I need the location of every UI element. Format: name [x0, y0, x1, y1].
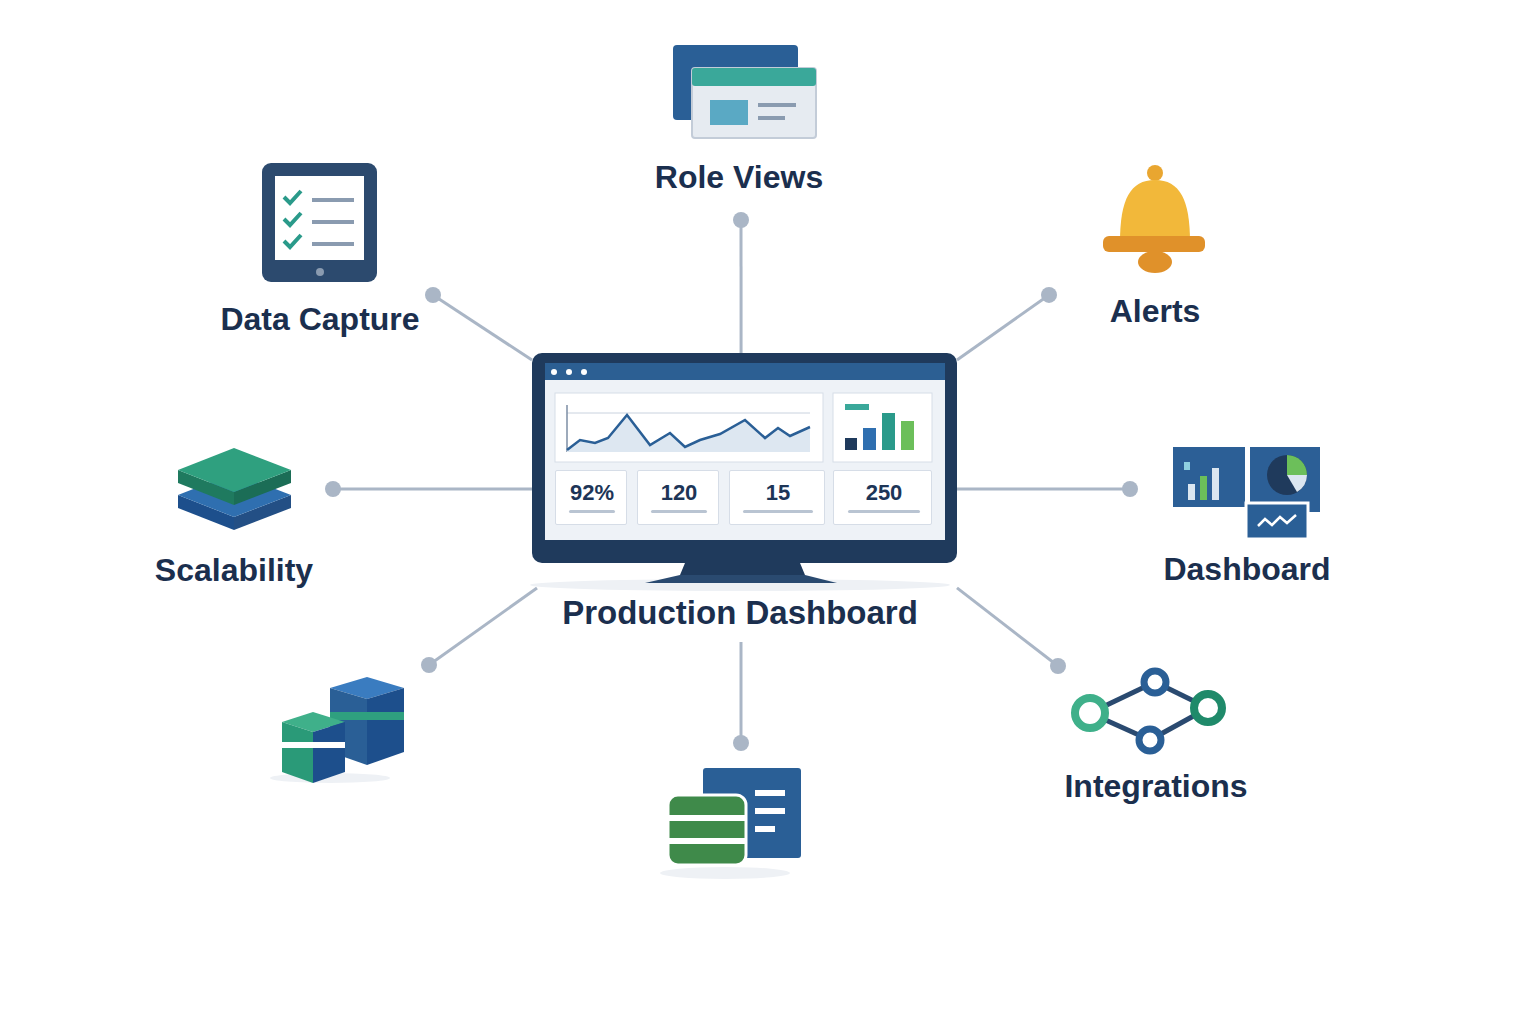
connector-line	[957, 588, 1058, 666]
node-label: Integrations	[1064, 768, 1247, 804]
cubes-icon	[270, 677, 404, 783]
connector-dot	[1050, 658, 1066, 674]
connector-line	[957, 295, 1049, 360]
connector	[425, 287, 532, 360]
dashboard-icon	[1173, 447, 1320, 539]
leader-dot	[733, 735, 749, 751]
feature-node: Alerts	[1049, 160, 1260, 335]
feature-node: Data Capture	[210, 160, 433, 340]
kpi-card: 15	[729, 470, 825, 525]
kpi-underline	[848, 510, 920, 513]
node-label: Data Capture	[220, 301, 419, 337]
connector	[957, 588, 1066, 674]
connector-dot	[733, 212, 749, 228]
kpi-underline	[651, 510, 707, 513]
monitor-illustration	[530, 353, 957, 591]
node-label: Scalability	[155, 552, 313, 588]
feature-node: Role Views	[640, 40, 840, 220]
connector	[733, 212, 749, 353]
node-label: Production Dashboard	[562, 595, 918, 631]
alert-bell-icon	[1103, 165, 1205, 273]
feature-node: Scalability	[150, 440, 333, 595]
connector-line	[740, 220, 743, 353]
kpi-value: 250	[866, 480, 903, 506]
leader-dot	[421, 657, 437, 673]
kpi-underline	[743, 510, 813, 513]
scalability-icon	[178, 448, 291, 530]
node-label: Role Views	[655, 159, 823, 195]
kpi-value: 15	[766, 480, 790, 506]
node-label: Dashboard	[1163, 551, 1330, 587]
feature-node: Dashboard	[1130, 440, 1340, 595]
connector-line	[957, 487, 1130, 490]
connector-dot	[325, 481, 341, 497]
kpi-card: 92%	[555, 470, 627, 525]
kpi-value: 120	[661, 480, 698, 506]
kpi-card: 120	[637, 470, 719, 525]
connector-dot	[1122, 481, 1138, 497]
node-label: Alerts	[1110, 293, 1201, 329]
kpi-card: 250	[833, 470, 932, 525]
connector	[957, 481, 1138, 497]
connector	[957, 287, 1057, 360]
kpi-value: 92%	[570, 480, 614, 506]
kpi-underline	[569, 510, 615, 513]
leader-line	[740, 642, 743, 743]
monitor-node: Production Dashboard 92% 120 15 250	[532, 353, 957, 635]
connector-dot	[1041, 287, 1057, 303]
integrations-icon	[1075, 671, 1222, 751]
connector	[325, 481, 532, 497]
feature-node: Integrations	[1058, 660, 1260, 810]
connector-line	[333, 487, 532, 490]
data-capture-icon	[262, 163, 377, 282]
connector-dot	[425, 287, 441, 303]
connector-line	[433, 295, 532, 360]
leader-line	[429, 588, 537, 665]
database-icon	[660, 768, 801, 879]
role-views-icon	[673, 45, 816, 138]
